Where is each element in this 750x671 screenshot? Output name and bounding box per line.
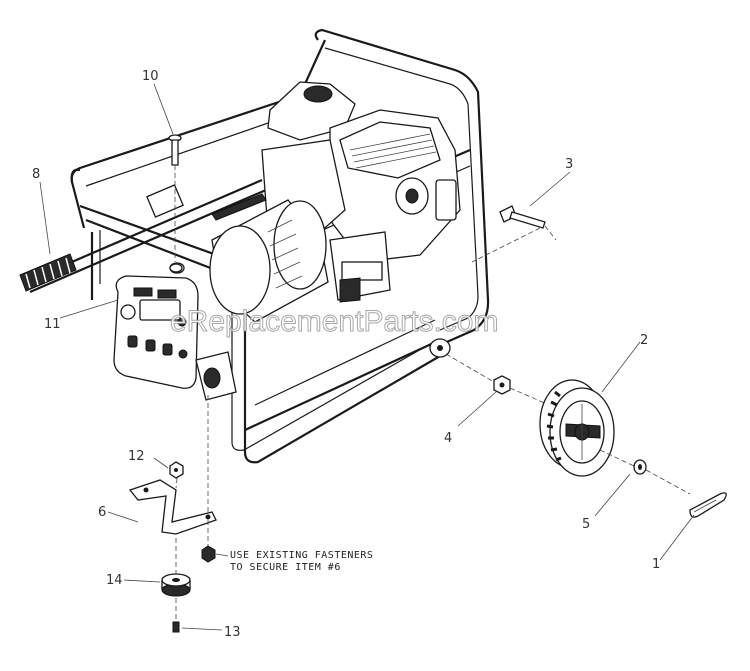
callout-14: 14 — [106, 573, 123, 588]
nut-item-12 — [169, 461, 184, 479]
callout-3: 3 — [565, 157, 573, 172]
callout-10: 10 — [142, 69, 159, 84]
watermark: eReplacementParts.com — [170, 305, 498, 338]
callout-6: 6 — [98, 505, 106, 520]
note-line-1: USE EXISTING FASTENERS — [230, 550, 373, 561]
callout-13: 13 — [224, 625, 241, 640]
leader-lines — [39, 83, 695, 631]
hairpin-clip-item-1 — [689, 492, 727, 518]
control-panel — [113, 275, 237, 401]
alternator-vents — [267, 219, 303, 289]
callout-11: 11 — [44, 317, 61, 332]
alternator — [209, 193, 329, 323]
callout-5: 5 — [582, 517, 590, 532]
handle-bracket — [146, 184, 184, 218]
screw-item-13 — [172, 598, 180, 633]
washer-item-5 — [599, 449, 691, 495]
callout-2: 2 — [640, 333, 648, 348]
callout-8: 8 — [32, 167, 40, 182]
nut-item-4 — [445, 353, 557, 409]
washer-item-11 — [169, 263, 183, 273]
rubber-foot-item-14 — [161, 538, 191, 597]
handle-grip — [19, 253, 77, 292]
callout-4: 4 — [444, 431, 452, 446]
bracket-item-6 — [128, 395, 217, 535]
wheel-tread — [546, 390, 562, 462]
existing-fastener-nut — [201, 520, 216, 563]
engine — [261, 81, 461, 303]
callout-labels: 10 8 3 2 4 5 1 6 11 12 14 13 — [32, 69, 660, 640]
wheel-item-2 — [539, 379, 615, 477]
cylinder-fins — [349, 133, 437, 169]
callout-1: 1 — [652, 557, 660, 572]
assembly-note: USE EXISTING FASTENERS TO SECURE ITEM #6 — [230, 550, 373, 573]
callout-12: 12 — [128, 449, 145, 464]
note-line-2: TO SECURE ITEM #6 — [230, 562, 341, 573]
axle-bolt-item-3 — [471, 205, 557, 263]
